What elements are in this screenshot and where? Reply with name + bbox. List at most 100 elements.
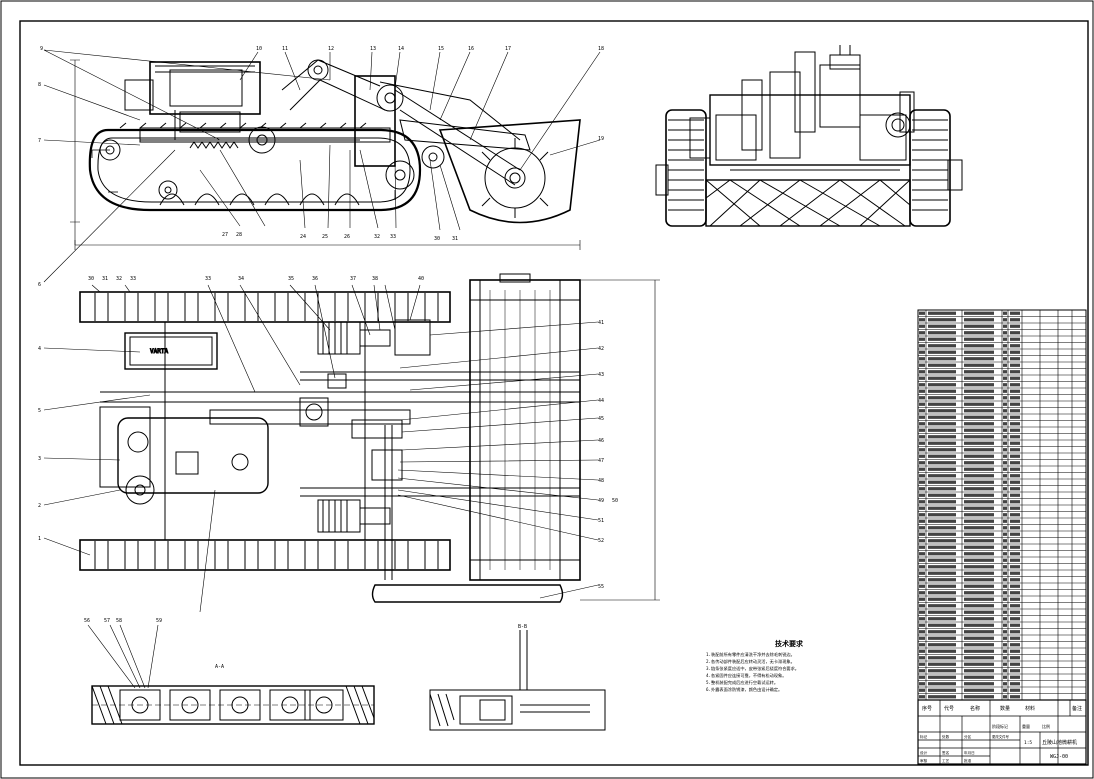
bom-cell-text [964, 435, 994, 439]
bom-cell-text [964, 350, 994, 354]
bom-cell-text [1010, 402, 1020, 406]
bom-cell-text [964, 558, 994, 562]
bom-cell-text [1010, 318, 1020, 322]
bom-cell-text [928, 565, 956, 569]
technical-notes: 技术要求 1.装配前所有零件应清洗干净并去除毛刺锐边。 2.各传动部件装配后应转… [706, 639, 804, 693]
bom-cell-text [1010, 409, 1020, 413]
bom-cell-text [1003, 363, 1007, 367]
bom-cell-text [919, 630, 925, 634]
bom-cell-text [1010, 643, 1020, 647]
bom-cell-text [1003, 383, 1007, 387]
bom-cell-text [1010, 370, 1020, 374]
bom-cell-text [1010, 389, 1020, 393]
bom-cell-text [928, 545, 956, 549]
bom-cell-text [1003, 526, 1007, 530]
bom-cell-text [1003, 662, 1007, 666]
bom-cell-text [1010, 649, 1020, 653]
bom-cell-text [919, 675, 925, 679]
bom-cell-text [928, 552, 956, 556]
bom-cell-text [919, 597, 925, 601]
bom-cell-text [919, 500, 925, 504]
side-leaders [43, 49, 601, 283]
bom-cell-text [1003, 474, 1007, 478]
track-teeth [119, 122, 367, 206]
bom-cell-text [964, 506, 994, 510]
bom-cell-text [1003, 370, 1007, 374]
bom-cell-text [1003, 623, 1007, 627]
bom-cell-text [919, 506, 925, 510]
bom-cell-text [928, 688, 956, 692]
bom-cell-text [1010, 656, 1020, 660]
bom-cell-text [919, 591, 925, 595]
svg-text:34: 34 [238, 276, 244, 282]
svg-text:48: 48 [598, 478, 604, 484]
bom-cell-text [919, 337, 925, 341]
bom-cell-text [919, 331, 925, 335]
plan-track-cleats [94, 293, 439, 569]
bom-cell-text [919, 487, 925, 491]
svg-text:47: 47 [598, 458, 604, 464]
bom-cell-text [964, 545, 994, 549]
bom-cell-text [1003, 558, 1007, 562]
section-leaders [87, 624, 159, 689]
bom-cell-text [1010, 578, 1020, 582]
bom-cell-text [919, 467, 925, 471]
revision-label-doc: 更改文件号 [992, 734, 1010, 739]
section-view-b [429, 630, 606, 731]
bom-cell-text [1010, 565, 1020, 569]
note-line: 4.各紧固件应连接可靠，不得有松动现象。 [706, 672, 786, 679]
bom-cell-text [928, 435, 956, 439]
bom-cell-text [919, 617, 925, 621]
bom-cell-text [1003, 571, 1007, 575]
bom-cell-text [964, 311, 994, 315]
bom-cell-text [919, 474, 925, 478]
bom-cell-text [964, 623, 994, 627]
title-label-name: 名称 [970, 705, 980, 712]
bom-cell-text [1003, 519, 1007, 523]
bom-cell-text [964, 357, 994, 361]
bom-cell-text [1003, 493, 1007, 497]
bom-cell-text [919, 656, 925, 660]
svg-text:31: 31 [102, 276, 108, 282]
balloon-plan-bottom: 55 [598, 584, 604, 590]
title-label-seq: 序号 [922, 705, 932, 712]
bom-cell-text [928, 695, 956, 699]
bom-cell-text [964, 656, 994, 660]
bom-cell-text [964, 389, 994, 393]
bom-cell-text [928, 350, 956, 354]
bom-cell-text [1010, 487, 1020, 491]
bom-cell-text [1003, 617, 1007, 621]
bom-cell-text [928, 519, 956, 523]
bom-cell-text [1003, 318, 1007, 322]
bom-cell-text [964, 519, 994, 523]
bom-cell-text [928, 669, 956, 673]
bom-cell-text [928, 454, 956, 458]
title-block-text: 序号 代号 名称 数量 材料 备注 丘陵山地微耕机 WGJ-00 1:5 阶段标… [920, 705, 1082, 763]
bom-cell-text [1003, 337, 1007, 341]
bom-cell-text [928, 396, 956, 400]
bom-cell-text [928, 610, 956, 614]
bom-cell-text [919, 396, 925, 400]
bom-cell-text [964, 513, 994, 517]
side-elevation-view [70, 59, 581, 250]
svg-text:12: 12 [328, 46, 334, 52]
bom-cell-text [1010, 454, 1020, 458]
bom-cell-text [928, 675, 956, 679]
bom-cell-text [1010, 604, 1020, 608]
bom-cell-text [928, 441, 956, 445]
bom-cell-text [919, 363, 925, 367]
bom-cell-text [919, 688, 925, 692]
svg-text:13: 13 [370, 46, 376, 52]
svg-text:1: 1 [38, 536, 41, 542]
bom-cell-text [919, 539, 925, 543]
balloon-plan-top: 30 [88, 276, 94, 282]
bom-cell-text [964, 344, 994, 348]
bom-cell-text [1003, 454, 1007, 458]
bom-cell-text [1010, 545, 1020, 549]
bom-cell-text [1003, 415, 1007, 419]
bom-cell-text [964, 571, 994, 575]
bom-cell-text [964, 539, 994, 543]
bom-cell-text [1010, 363, 1020, 367]
bom-cell-text [1003, 311, 1007, 315]
